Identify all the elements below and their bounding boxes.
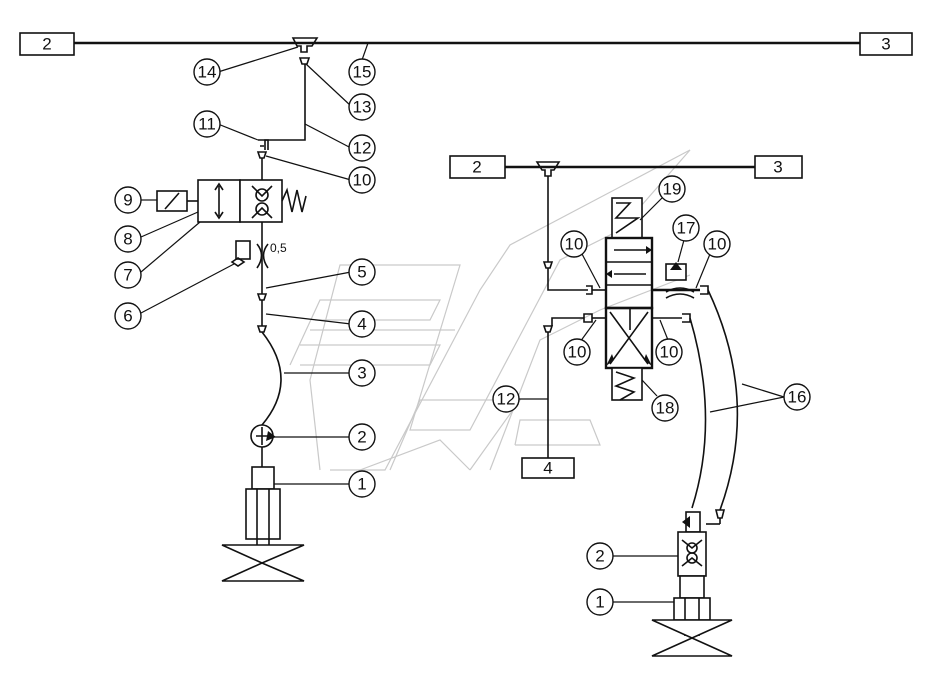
fitting-10-right-low bbox=[682, 313, 691, 323]
fitting-10-right-top bbox=[700, 285, 709, 295]
connector-left-3: 3 bbox=[859, 32, 913, 56]
callout-4: 4 bbox=[357, 315, 366, 334]
coupling-2-left bbox=[250, 424, 276, 448]
callout-13: 13 bbox=[353, 98, 372, 117]
callout-19: 19 bbox=[663, 180, 682, 199]
connector-right-4: 4 bbox=[521, 457, 575, 479]
connector-left-3-label: 3 bbox=[881, 35, 890, 54]
orifice-size-label: 0,5 bbox=[270, 241, 287, 255]
connector-left-2: 2 bbox=[19, 32, 75, 56]
callout-14: 14 bbox=[198, 63, 217, 82]
callout-12-right: 12 bbox=[497, 390, 516, 409]
callout-10-b: 10 bbox=[565, 235, 584, 254]
hose-12 bbox=[264, 64, 306, 150]
coupling-2-right bbox=[677, 511, 707, 577]
fitting-10-left bbox=[256, 151, 268, 159]
connector-right-2-label: 2 bbox=[472, 158, 481, 177]
callout-1: 1 bbox=[357, 475, 366, 494]
control-valve-18-19 bbox=[604, 197, 654, 401]
callout-5: 5 bbox=[357, 263, 366, 282]
callout-7: 7 bbox=[123, 266, 132, 285]
callout-circle bbox=[193, 58, 221, 86]
callout-17: 17 bbox=[677, 219, 696, 238]
hose-3 bbox=[261, 331, 282, 426]
callout-8: 8 bbox=[123, 230, 132, 249]
brake-chamber-1-right bbox=[651, 575, 733, 657]
solenoid-valve-8 bbox=[197, 179, 307, 223]
callout-2: 2 bbox=[357, 428, 366, 447]
callout-11: 11 bbox=[198, 115, 216, 134]
fitting-11 bbox=[258, 139, 269, 150]
callout-9: 9 bbox=[123, 191, 132, 210]
solenoid-9 bbox=[156, 190, 198, 212]
fitting-5 bbox=[256, 293, 268, 301]
callout-2-right: 2 bbox=[595, 547, 604, 566]
callout-10: 10 bbox=[353, 171, 372, 190]
callout-12: 12 bbox=[353, 139, 372, 158]
hose-16-a bbox=[707, 289, 739, 511]
connector-right-3: 3 bbox=[754, 155, 803, 179]
callout-18: 18 bbox=[656, 399, 675, 418]
connector-right-4-label: 4 bbox=[543, 459, 552, 478]
check-valve-17 bbox=[665, 262, 695, 299]
callouts-right: 19 17 10 10 10 10 12 18 16 2 1 bbox=[492, 175, 811, 616]
connector-right-2: 2 bbox=[449, 155, 506, 179]
hose-16-b bbox=[689, 317, 707, 509]
callout-1-right: 1 bbox=[595, 593, 604, 612]
brake-chamber-1-left bbox=[221, 466, 305, 582]
connector-left-2-label: 2 bbox=[42, 35, 51, 54]
tee-fitting-14 bbox=[291, 37, 319, 65]
tee-fitting-right bbox=[535, 161, 561, 177]
callout-3: 3 bbox=[357, 364, 366, 383]
callout-6: 6 bbox=[123, 307, 132, 326]
callouts-left: 14 15 13 11 12 10 9 8 7 6 5 4 bbox=[114, 42, 376, 498]
callout-15: 15 bbox=[353, 63, 372, 82]
callout-10-d: 10 bbox=[660, 343, 679, 362]
restrictor-6: 0,5 bbox=[230, 240, 287, 269]
connector-right-3-label: 3 bbox=[773, 158, 782, 177]
fitting-4 bbox=[256, 325, 268, 333]
callout-10-a: 10 bbox=[708, 235, 727, 254]
callout-10-c: 10 bbox=[568, 343, 587, 362]
callout-16: 16 bbox=[788, 388, 807, 407]
